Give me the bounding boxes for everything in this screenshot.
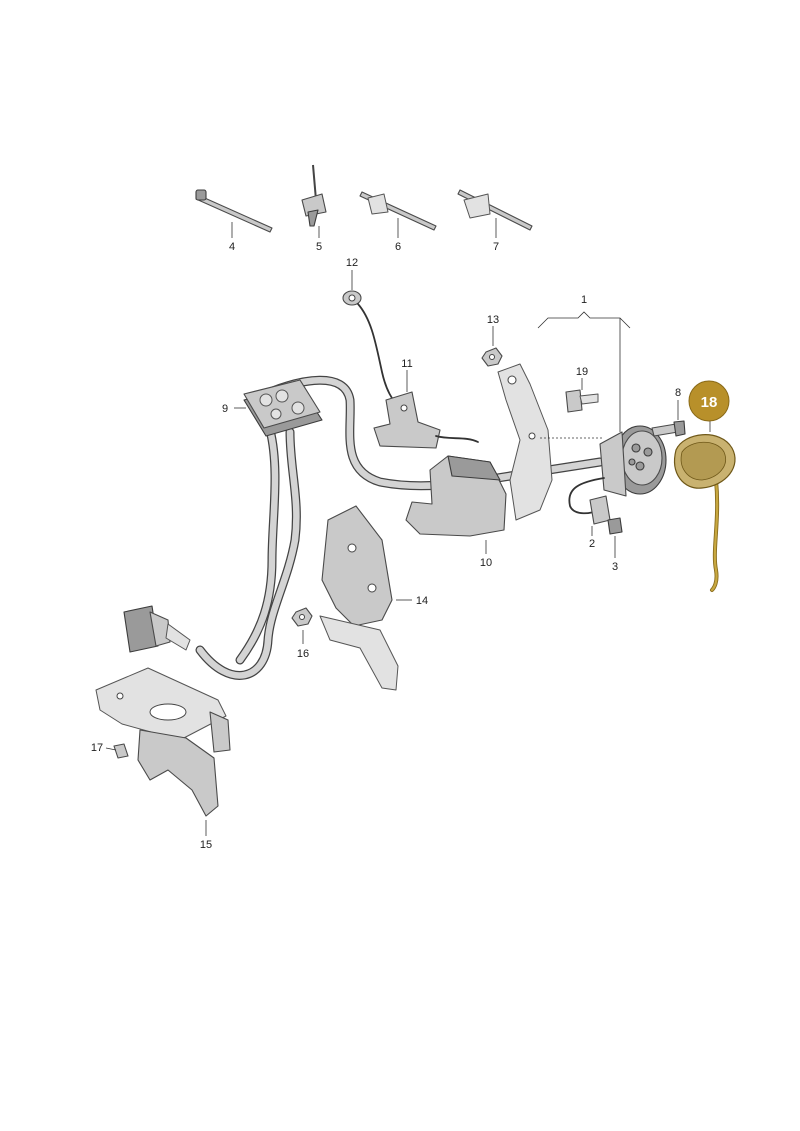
nut-part-16[interactable] bbox=[291, 607, 313, 627]
label-part-6[interactable]: 6 bbox=[395, 241, 401, 253]
bracket-part-14[interactable] bbox=[319, 505, 399, 691]
bracket-part-11[interactable] bbox=[373, 391, 479, 449]
bracket-part-15[interactable] bbox=[95, 667, 231, 817]
clip-part-17[interactable] bbox=[113, 743, 129, 759]
label-part-5[interactable]: 5 bbox=[316, 241, 322, 253]
label-part-16[interactable]: 16 bbox=[297, 648, 309, 660]
label-part-4[interactable]: 4 bbox=[229, 241, 235, 253]
label-part-3[interactable]: 3 bbox=[612, 561, 618, 573]
label-part-10[interactable]: 10 bbox=[480, 557, 492, 569]
clip-part-3[interactable] bbox=[607, 517, 623, 535]
bracket-part-10[interactable] bbox=[405, 363, 553, 537]
cable-clip-part-6[interactable] bbox=[359, 191, 437, 231]
label-part-11[interactable]: 11 bbox=[401, 358, 412, 370]
label-part-15[interactable]: 15 bbox=[200, 839, 212, 851]
cable-clip-part-5[interactable] bbox=[301, 164, 327, 227]
sensor-part-2[interactable] bbox=[589, 495, 611, 525]
label-part-7[interactable]: 7 bbox=[493, 241, 499, 253]
label-part-9[interactable]: 9 bbox=[222, 403, 228, 415]
highlight-badge-part-18[interactable]: 18 bbox=[688, 380, 730, 422]
part-labels: 1 2 3 4 5 6 7 8 9 10 11 12 13 14 15 16 1… bbox=[91, 241, 681, 851]
badge-label-18: 18 bbox=[701, 394, 718, 411]
label-part-19[interactable]: 19 bbox=[576, 366, 588, 378]
charging-cap-part-18[interactable] bbox=[674, 434, 736, 592]
connector-plug[interactable] bbox=[123, 605, 191, 653]
leader-lines bbox=[105, 218, 711, 836]
junction-block-part-9[interactable] bbox=[243, 379, 323, 437]
label-part-1[interactable]: 1 bbox=[581, 294, 587, 306]
label-part-2[interactable]: 2 bbox=[589, 538, 595, 550]
cable-tie-part-4[interactable] bbox=[195, 189, 273, 233]
label-part-17[interactable]: 17 bbox=[91, 742, 103, 754]
charging-socket-part-1[interactable] bbox=[568, 425, 667, 515]
label-part-12[interactable]: 12 bbox=[346, 257, 358, 269]
bolt-part-19[interactable] bbox=[565, 389, 599, 413]
cable-clip-part-7[interactable] bbox=[457, 189, 533, 231]
label-part-13[interactable]: 13 bbox=[487, 314, 499, 326]
screw-part-8[interactable] bbox=[651, 420, 686, 437]
label-part-14[interactable]: 14 bbox=[416, 595, 428, 607]
label-part-8[interactable]: 8 bbox=[675, 387, 681, 399]
nut-part-13[interactable] bbox=[481, 347, 503, 367]
